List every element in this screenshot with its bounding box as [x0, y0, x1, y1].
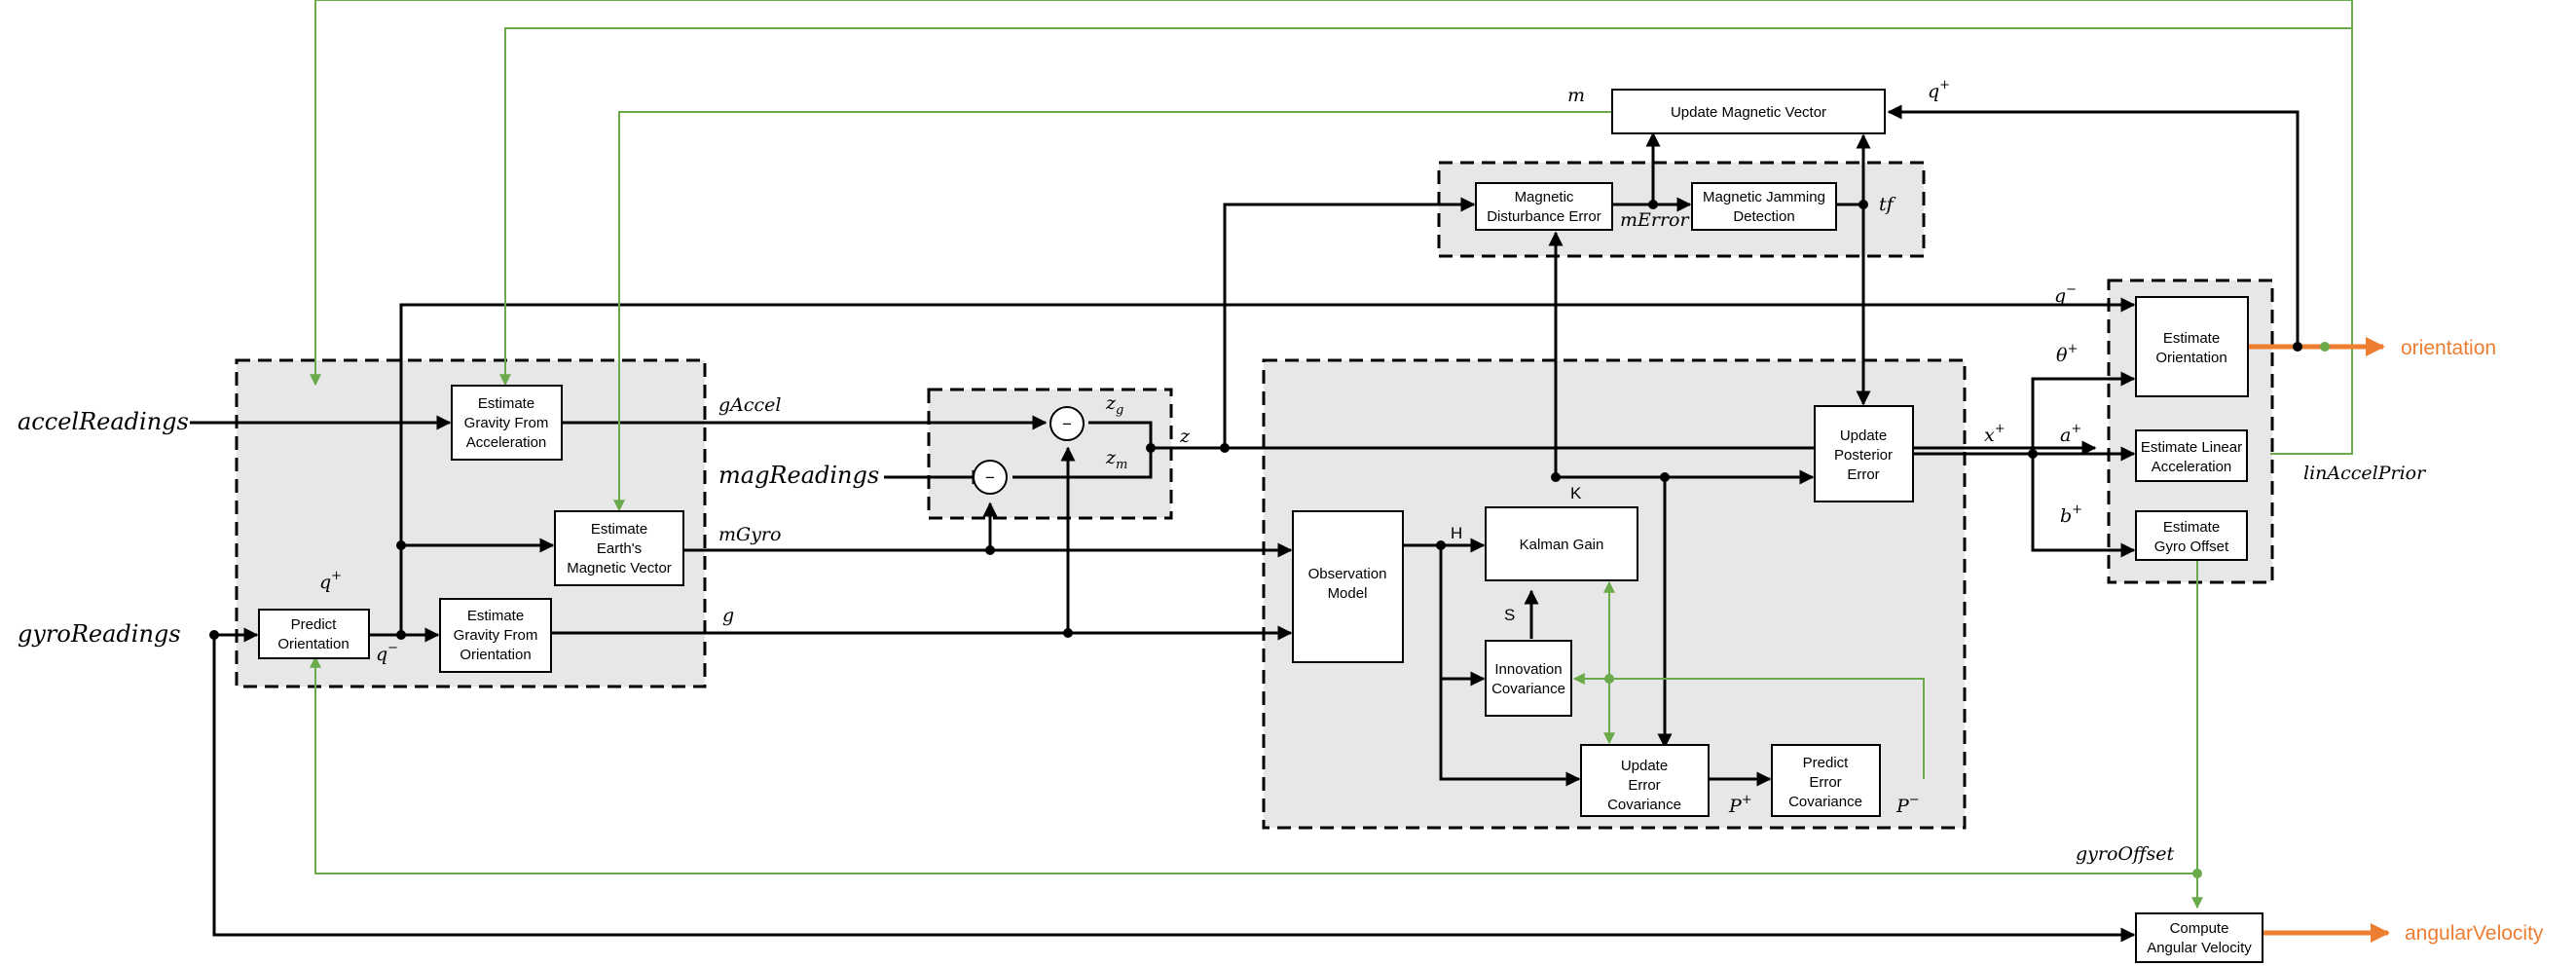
signal-zg: zg [1105, 392, 1123, 418]
signal-x-plus: x+ [1984, 422, 2006, 446]
output-orientation: orientation [2401, 337, 2496, 359]
signal-gaccel: gAccel [718, 394, 782, 416]
signal-q-plus-left: q+ [319, 569, 342, 593]
signal-gyro-offset: gyroOffset [2076, 843, 2174, 865]
block-update-magnetic-vector: Update Magnetic Vector [1611, 89, 1886, 134]
signal-g: g [722, 605, 734, 626]
group-error-model [927, 388, 1173, 520]
signal-lin-accel-prior: linAccelPrior [2303, 463, 2427, 484]
output-wires [2249, 337, 2390, 943]
signal-p-plus: P+ [1728, 793, 1752, 817]
sum-junction-zg: − [1049, 406, 1085, 441]
svg-text:−: − [1062, 415, 1072, 433]
signal-z: z [1179, 426, 1191, 447]
svg-text:Update Magnetic Vector: Update Magnetic Vector [1671, 104, 1826, 121]
signal-mgyro: mGyro [718, 524, 781, 545]
input-mag-readings: magReadings [718, 462, 879, 489]
junction-dots [209, 200, 2330, 878]
svg-text:Kalman Gain: Kalman Gain [1520, 537, 1604, 553]
block-kalman-gain: Kalman Gain [1485, 506, 1638, 581]
signal-h: H [1451, 524, 1462, 542]
signal-p-minus: P− [1895, 793, 1920, 817]
signal-s: S [1504, 606, 1515, 624]
signal-zm: zm [1105, 447, 1127, 472]
signal-b-plus: b+ [2060, 502, 2082, 527]
input-gyro-readings: gyroReadings [18, 620, 181, 648]
signal-m: m [1567, 85, 1585, 106]
signal-q-plus-top: q+ [1928, 78, 1950, 102]
input-accel-readings: accelReadings [18, 408, 189, 435]
signal-tf: tf [1879, 194, 1896, 215]
svg-text:−: − [985, 468, 995, 487]
signal-theta-plus: θ+ [2056, 342, 2078, 366]
output-angular-velocity: angularVelocity [2405, 922, 2544, 945]
signal-q-minus-top: q− [2054, 282, 2077, 307]
signal-q-minus-left: q− [376, 641, 398, 665]
signal-k: K [1570, 484, 1582, 502]
sum-junction-zm: − [973, 460, 1008, 495]
signal-merror: mError [1620, 209, 1690, 231]
signal-a-plus: a+ [2060, 422, 2081, 446]
